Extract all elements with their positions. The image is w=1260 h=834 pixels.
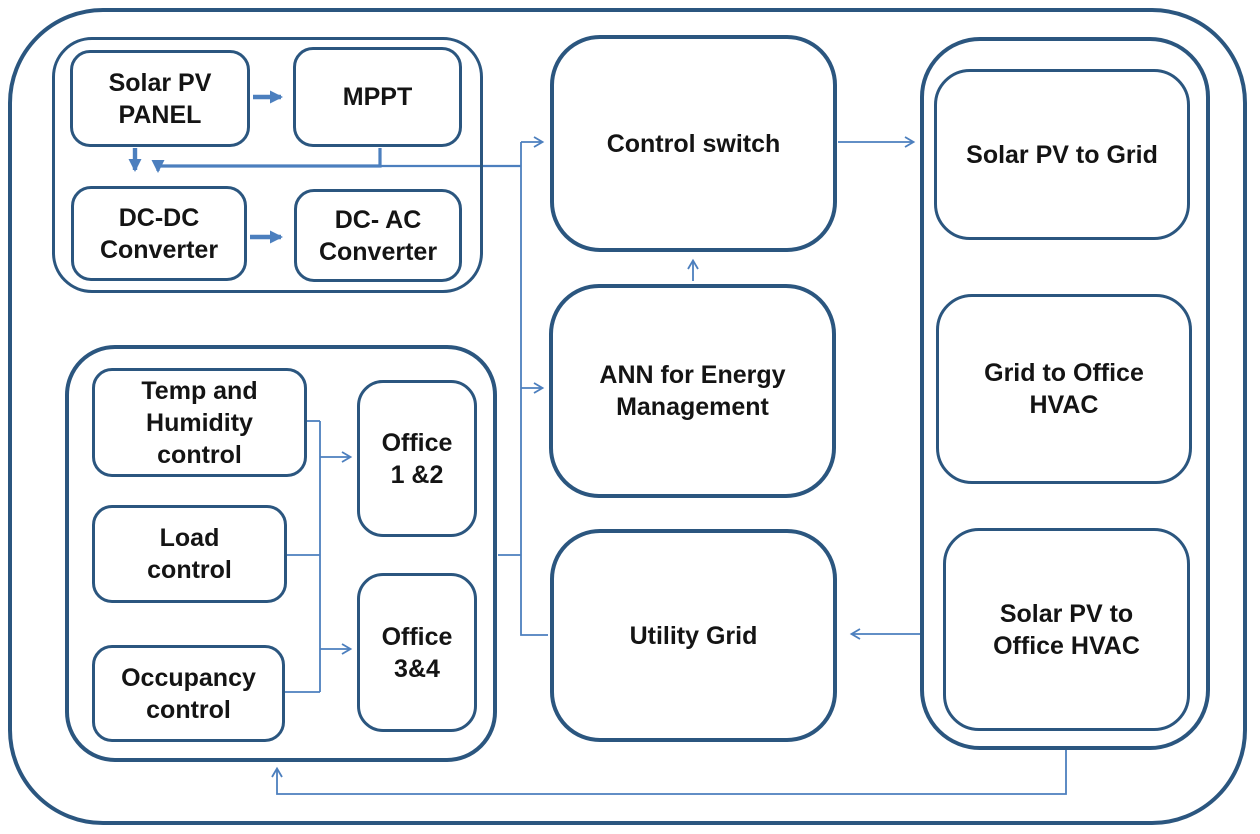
node-dc-ac-converter: DC- AC Converter (294, 189, 462, 282)
node-solar-pv-panel-label: Solar PV PANEL (108, 68, 212, 129)
line-central-bus (520, 142, 548, 636)
node-occupancy-control-label: Occupancy control (121, 663, 256, 724)
node-dc-ac-converter-label: DC- AC Converter (318, 205, 438, 266)
node-solar-pv-to-office-hvac-label: Solar PV to Office HVAC (993, 599, 1140, 660)
node-control-switch-label: Control switch (606, 129, 781, 158)
node-office-3-4: Office 3&4 (357, 573, 477, 732)
node-ann-energy-management-label: ANN for Energy Management (599, 361, 786, 421)
node-solar-pv-to-grid: Solar PV to Grid (934, 69, 1190, 240)
node-dc-dc-converter-label: DC-DC Converter (99, 203, 219, 264)
node-temp-humidity-control: Temp and Humidity control (92, 368, 307, 477)
system-boundary (8, 8, 1247, 825)
arrow-mppt-to-dcdc-icon (151, 148, 382, 173)
node-grid-to-office-hvac: Grid to Office HVAC (936, 294, 1192, 484)
office-control-group (65, 345, 497, 762)
node-load-control-label: Load control (147, 524, 232, 584)
node-office-1-2: Office 1 &2 (357, 380, 477, 537)
node-utility-grid-label: Utility Grid (629, 621, 758, 650)
node-solar-pv-to-grid-label: Solar PV to Grid (966, 140, 1158, 169)
node-temp-humidity-control-label: Temp and Humidity control (141, 376, 258, 469)
node-solar-pv-panel: Solar PV PANEL (70, 50, 250, 147)
node-mppt: MPPT (293, 47, 462, 147)
node-ann-energy-management: ANN for Energy Management (549, 284, 836, 498)
node-utility-grid: Utility Grid (550, 529, 837, 742)
pv-generation-group (52, 37, 483, 293)
operating-modes-group (920, 37, 1210, 750)
node-office-1-2-label: Office 1 &2 (381, 428, 453, 489)
arrow-modes-to-office-group-feedback-icon (271, 750, 1067, 795)
node-load-control: Load control (92, 505, 287, 603)
node-office-3-4-label: Office 3&4 (381, 622, 453, 683)
node-mppt-label: MPPT (342, 83, 413, 111)
node-dc-dc-converter: DC-DC Converter (71, 186, 247, 281)
node-occupancy-control: Occupancy control (92, 645, 285, 742)
node-solar-pv-to-office-hvac: Solar PV to Office HVAC (943, 528, 1190, 731)
node-grid-to-office-hvac-label: Grid to Office HVAC (984, 359, 1144, 419)
node-control-switch: Control switch (550, 35, 837, 252)
